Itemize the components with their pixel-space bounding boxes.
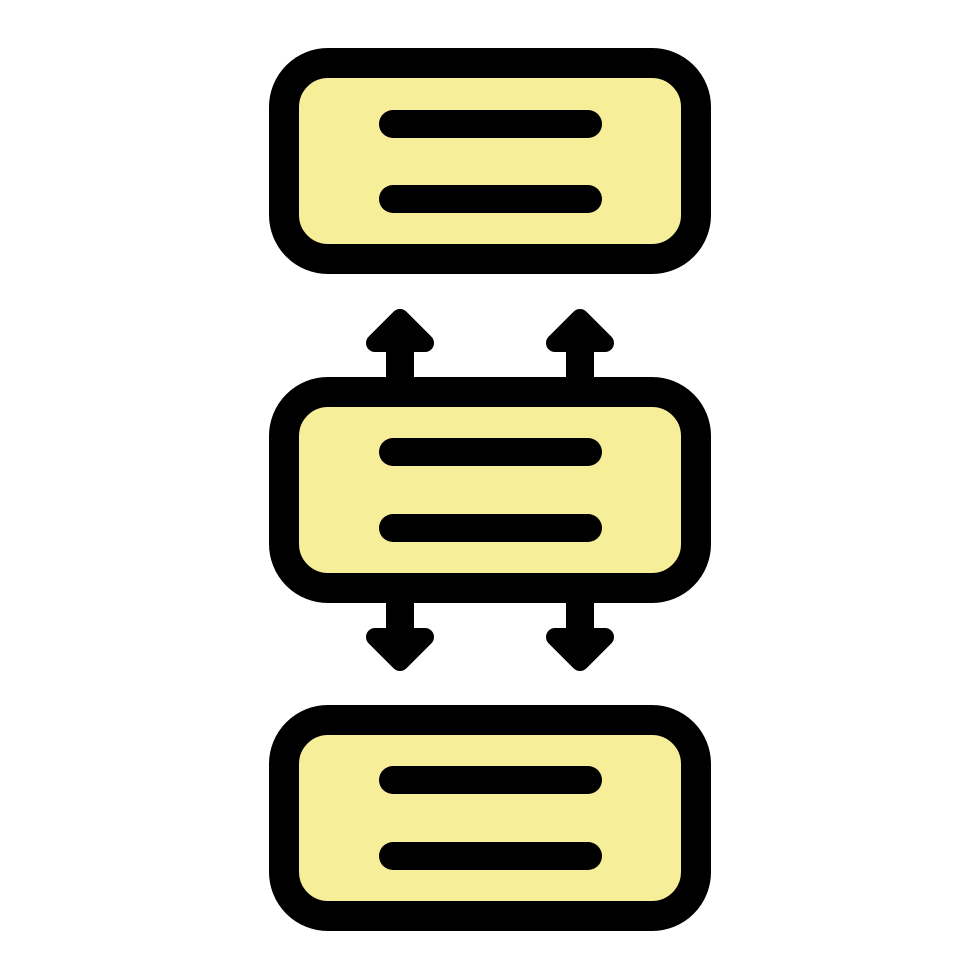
bottom-block <box>269 705 711 931</box>
middle-block <box>269 377 711 603</box>
top-block <box>269 48 711 274</box>
